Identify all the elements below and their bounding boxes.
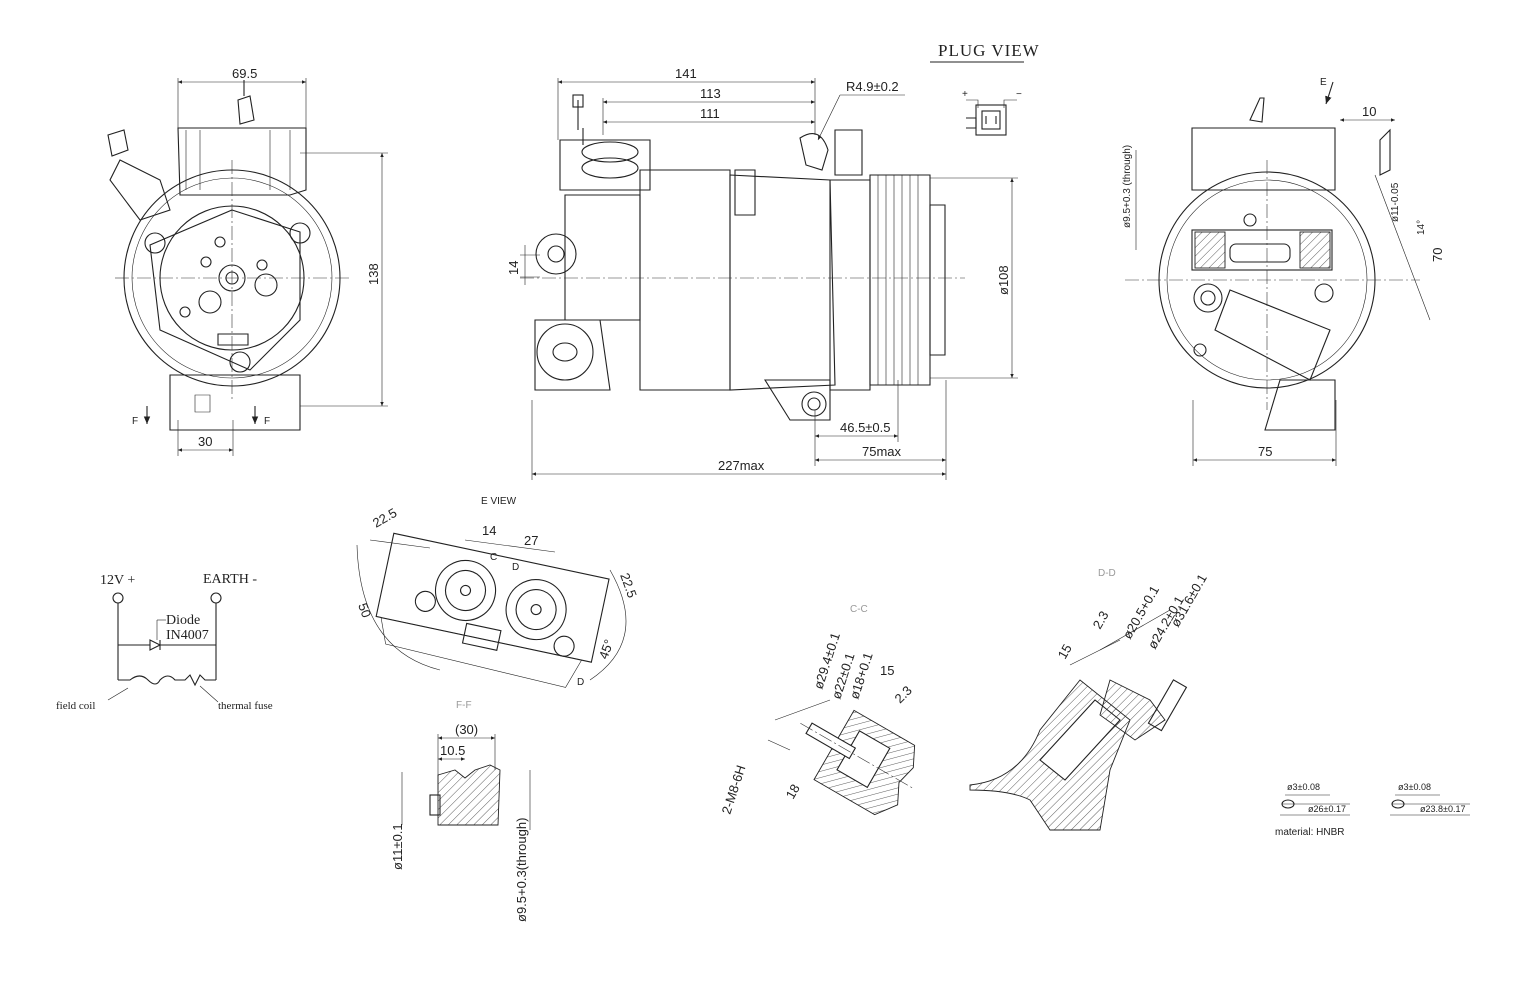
cc-label: C-C [850, 604, 868, 615]
side-radius: R4.9±0.2 [846, 79, 899, 94]
ff-dim-10-5: 10.5 [440, 743, 465, 758]
rear-dim-10: 10 [1362, 104, 1376, 119]
rear-dim-70: 70 [1430, 248, 1445, 262]
cc-dim-15: 15 [880, 663, 894, 678]
e-view: E VIEW 22.5 14 27 C D D 22.5 50 45° [355, 496, 640, 688]
plug-minus: − [1016, 89, 1022, 100]
e-dim-45: 45° [596, 637, 617, 661]
front-dim-top: 69.5 [232, 66, 257, 81]
section-f-right: F [264, 416, 270, 427]
side-dim-141: 141 [675, 66, 697, 81]
cc-dim-2-3: 2.3 [892, 683, 915, 706]
e-dim-50: 50 [355, 601, 374, 620]
e-dim-14: 14 [482, 523, 496, 538]
side-dim-111: 111 [700, 106, 720, 121]
rear-dim-through: ø9.5+0.3 (through) [1122, 145, 1133, 228]
rear-section-e: E [1320, 77, 1327, 88]
oring1-wire: ø3±0.08 [1287, 782, 1320, 792]
rear-dim-75: 75 [1258, 444, 1272, 459]
front-view: 69.5 138 30 F F [107, 66, 388, 456]
oring1-id: ø26±0.17 [1308, 804, 1346, 814]
circuit-thermal-fuse: thermal fuse [218, 700, 273, 712]
plug-connector: + − [962, 89, 1022, 136]
oring2-id: ø23.8±0.17 [1420, 804, 1465, 814]
side-dim-75max: 75max [862, 444, 902, 459]
ff-label: F-F [456, 700, 472, 711]
e-dim-27: 27 [524, 533, 538, 548]
plug-view-title: PLUG VIEW [930, 41, 1040, 63]
svg-text:PLUG VIEW: PLUG VIEW [938, 41, 1040, 60]
front-dim-height: 138 [366, 263, 381, 285]
ff-dim-through: ø9.5+0.3(through) [514, 818, 529, 922]
circuit-12v: 12V + [100, 573, 135, 588]
ff-dim-11: ø11±0.1 [390, 823, 405, 870]
e-sec-d-top: D [512, 562, 519, 573]
section-dd: D-D 15 2.3 ø20.5+0.1 ø24.2±0.1 ø31.6±0.1 [969, 568, 1210, 831]
section-cc: C-C ø29.4±0.1 ø22±0.1 ø18+0.1 15 2.3 2-M… [719, 604, 916, 816]
side-dim-113: 113 [700, 86, 721, 101]
e-dim-22-5-left: 22.5 [370, 505, 399, 531]
circuit-diagram: 12V + EARTH - Diode IN4007 field coil th… [56, 572, 273, 712]
plug-plus: + [962, 89, 968, 100]
e-dim-22-5-right: 22.5 [617, 571, 640, 600]
circuit-earth: EARTH - [203, 572, 257, 587]
circuit-diode: Diode [166, 613, 200, 628]
oring-material: material: HNBR [1275, 827, 1344, 838]
oring2-wire: ø3±0.08 [1398, 782, 1431, 792]
dd-label: D-D [1098, 568, 1116, 579]
side-view: 141 113 111 R4.9±0.2 14 ø108 46.5±0.5 75… [506, 66, 1018, 480]
o-ring-1: ø3±0.08 ø26±0.17 [1280, 782, 1350, 816]
side-dim-46-5: 46.5±0.5 [840, 420, 891, 435]
section-ff: F-F (30) 10.5 ø11±0.1 ø9.5+0.3(through) [390, 700, 531, 922]
circuit-field-coil: field coil [56, 700, 95, 712]
dd-dim-15: 15 [1055, 641, 1075, 661]
e-sec-d-bottom: D [577, 677, 584, 688]
side-dim-14: 14 [506, 261, 521, 275]
rear-dim-11: ø11-0.05 [1390, 182, 1401, 222]
e-view-label: E VIEW [481, 496, 517, 507]
rear-dim-14deg: 14° [1416, 220, 1427, 235]
ff-dim-30: (30) [455, 722, 478, 737]
circuit-diode-part: IN4007 [166, 628, 209, 643]
front-dim-bottom: 30 [198, 434, 212, 449]
cc-thread: 2-M8-6H [719, 763, 749, 816]
side-dim-pulley: ø108 [996, 265, 1011, 295]
dd-dim-2-3: 2.3 [1090, 608, 1112, 631]
section-f-left: F [132, 416, 138, 427]
o-ring-2: ø3±0.08 ø23.8±0.17 [1390, 782, 1470, 816]
e-sec-c: C [490, 552, 497, 563]
cc-dim-18b: 18 [783, 781, 803, 801]
rear-view: E 10 ø9.5+0.3 (through) ø11-0.05 14° 70 … [1122, 77, 1445, 466]
side-dim-227max: 227max [718, 458, 765, 473]
